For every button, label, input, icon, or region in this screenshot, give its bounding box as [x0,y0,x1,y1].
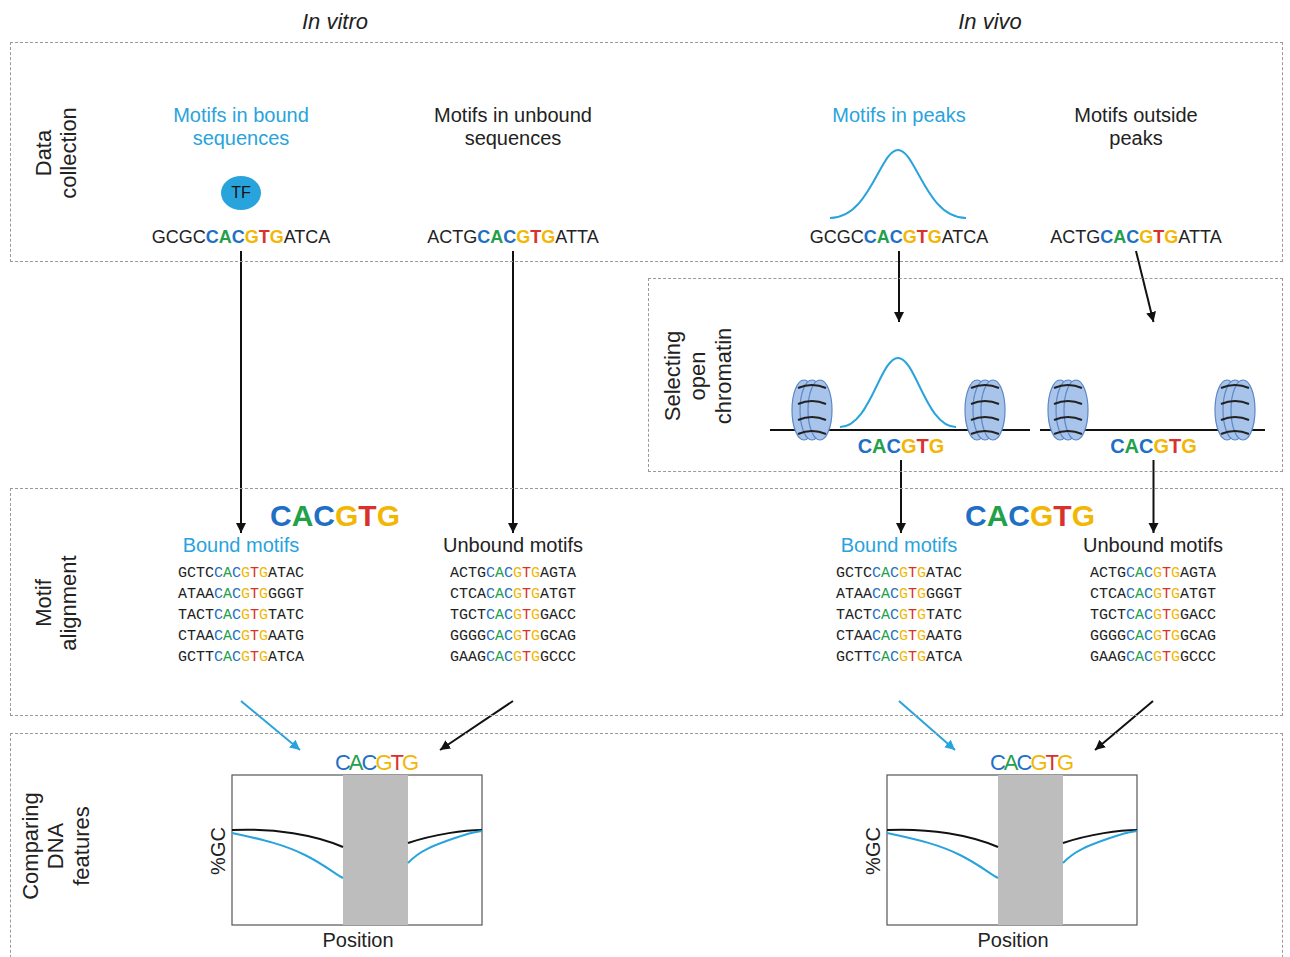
group-heading: Motifs in peaks [832,104,965,127]
motif-label: CACGTG [270,499,400,533]
motif-on-dna: CACGTG [855,435,948,458]
motif-group: Unbound motifsACTGCACGTGAGTACTCACACGTGAT… [1061,534,1245,699]
binding-peak [840,358,956,427]
aligned-sequence: TACTCACGTGTATC [178,605,304,626]
axis-label: %GC [862,827,885,875]
aligned-sequence: CTCACACGTGATGT [450,584,576,605]
connector-arrow [512,251,514,533]
aligned-sequence: TGCTCACGTGGACC [1090,605,1216,626]
gc-chart [232,775,482,925]
gc-chart [887,775,1137,925]
binding-peak [830,150,966,218]
tf-label: TF [231,184,251,202]
aligned-sequence: ATAACACGTGGGGT [178,584,304,605]
motif-label: CACGTG [965,499,1095,533]
axis-label: %GC [207,827,230,875]
motif-group: Motifs outside peaksACTGCACGTGATTA [1026,104,1246,249]
group-heading: Bound motifs [183,534,300,557]
sequence-logo: CACGTG [990,751,1072,775]
connector-arrow [440,701,513,750]
aligned-sequence: CTAACACGTGAATG [178,626,304,647]
row-label: Motif alignment [31,543,82,663]
motif-group: Bound motifsGCTCCACGTGATACATAACACGTGGGGT… [809,534,989,699]
aligned-sequence: GCTCCACGTGATAC [178,563,304,584]
aligned-sequence: TGCTCACGTGGACC [450,605,576,626]
column-header: In vivo [958,9,1022,35]
axis-label: Position [322,929,393,952]
dna-sequence: GCGCCACGTGATCA [810,227,989,249]
aligned-sequence: GCTCCACGTGATAC [836,563,962,584]
motif-group: Motifs in peaksGCGCCACGTGATCA [789,104,1009,249]
axis-label: Position [977,929,1048,952]
gc-chart-box: CACGTG %GC Position [861,751,1151,956]
sequence-logo: CACGTG [335,751,417,775]
motif-group: Motifs in unbound sequencesACTGCACGTGATT… [401,104,625,249]
aligned-sequence: GCTTCACGTGATCA [836,647,962,668]
aligned-sequence: CTAACACGTGAATG [836,626,962,647]
column-header: In vitro [302,9,368,35]
gc-chart-box: CACGTG %GC Position [206,751,496,956]
connector-arrow [1153,460,1155,533]
connector-arrow [900,460,902,533]
connector-arrow [240,251,242,533]
group-heading: Motifs in unbound sequences [413,104,613,150]
row-label: Comparing DNA features [18,786,94,906]
group-heading: Bound motifs [841,534,958,557]
tf-oval: TF [221,176,261,210]
aligned-sequence: CTCACACGTGATGT [1090,584,1216,605]
chromatin-box: CACGTG [771,323,1031,458]
dna-sequence: ACTGCACGTGATTA [427,227,598,249]
aligned-sequence: GAAGCACGTGGCCC [1090,647,1216,668]
motif-group: Unbound motifsACTGCACGTGAGTACTCACACGTGAT… [421,534,605,699]
dna-sequence: GCGCCACGTGATCA [152,227,331,249]
aligned-sequence: ATAACACGTGGGGT [836,584,962,605]
row-label: Data collection [31,93,82,213]
nucleosome [792,380,832,440]
stage-band: Data collection Motifs in bound sequences… [10,42,1283,262]
aligned-sequence: TACTCACGTGTATC [836,605,962,626]
dna-sequence: ACTGCACGTGATTA [1050,227,1221,249]
nucleosome [1048,380,1088,440]
aligned-sequence: GGGGCACGTGGCAG [450,626,576,647]
connector-arrow [1095,701,1153,750]
group-heading: Unbound motifs [1083,534,1223,557]
connector-arrow [899,701,955,750]
group-heading: Unbound motifs [443,534,583,557]
motif-on-dna: CACGTG [1107,435,1200,458]
connector-arrow [241,701,300,750]
group-heading: Motifs outside peaks [1046,104,1226,150]
aligned-sequence: ACTGCACGTGAGTA [1090,563,1216,584]
row-label: Selecting open chromatin [660,324,736,429]
aligned-sequence: GGGGCACGTGGCAG [1090,626,1216,647]
nucleosome [1215,380,1255,440]
aligned-sequence: GCTTCACGTGATCA [178,647,304,668]
stage-band: Selecting open chromatinCACGTG CACGTG [648,278,1283,472]
chromatin-box: CACGTG [1041,323,1266,458]
group-heading: Motifs in bound sequences [151,104,331,150]
stage-band: Comparing DNA featuresCACGTG%GCPositionC… [10,733,1283,957]
aligned-sequence: ACTGCACGTGAGTA [450,563,576,584]
motif-group: Bound motifsGCTCCACGTGATACATAACACGTGGGGT… [151,534,331,699]
nucleosome [965,380,1005,440]
aligned-sequence: GAAGCACGTGGCCC [450,647,576,668]
